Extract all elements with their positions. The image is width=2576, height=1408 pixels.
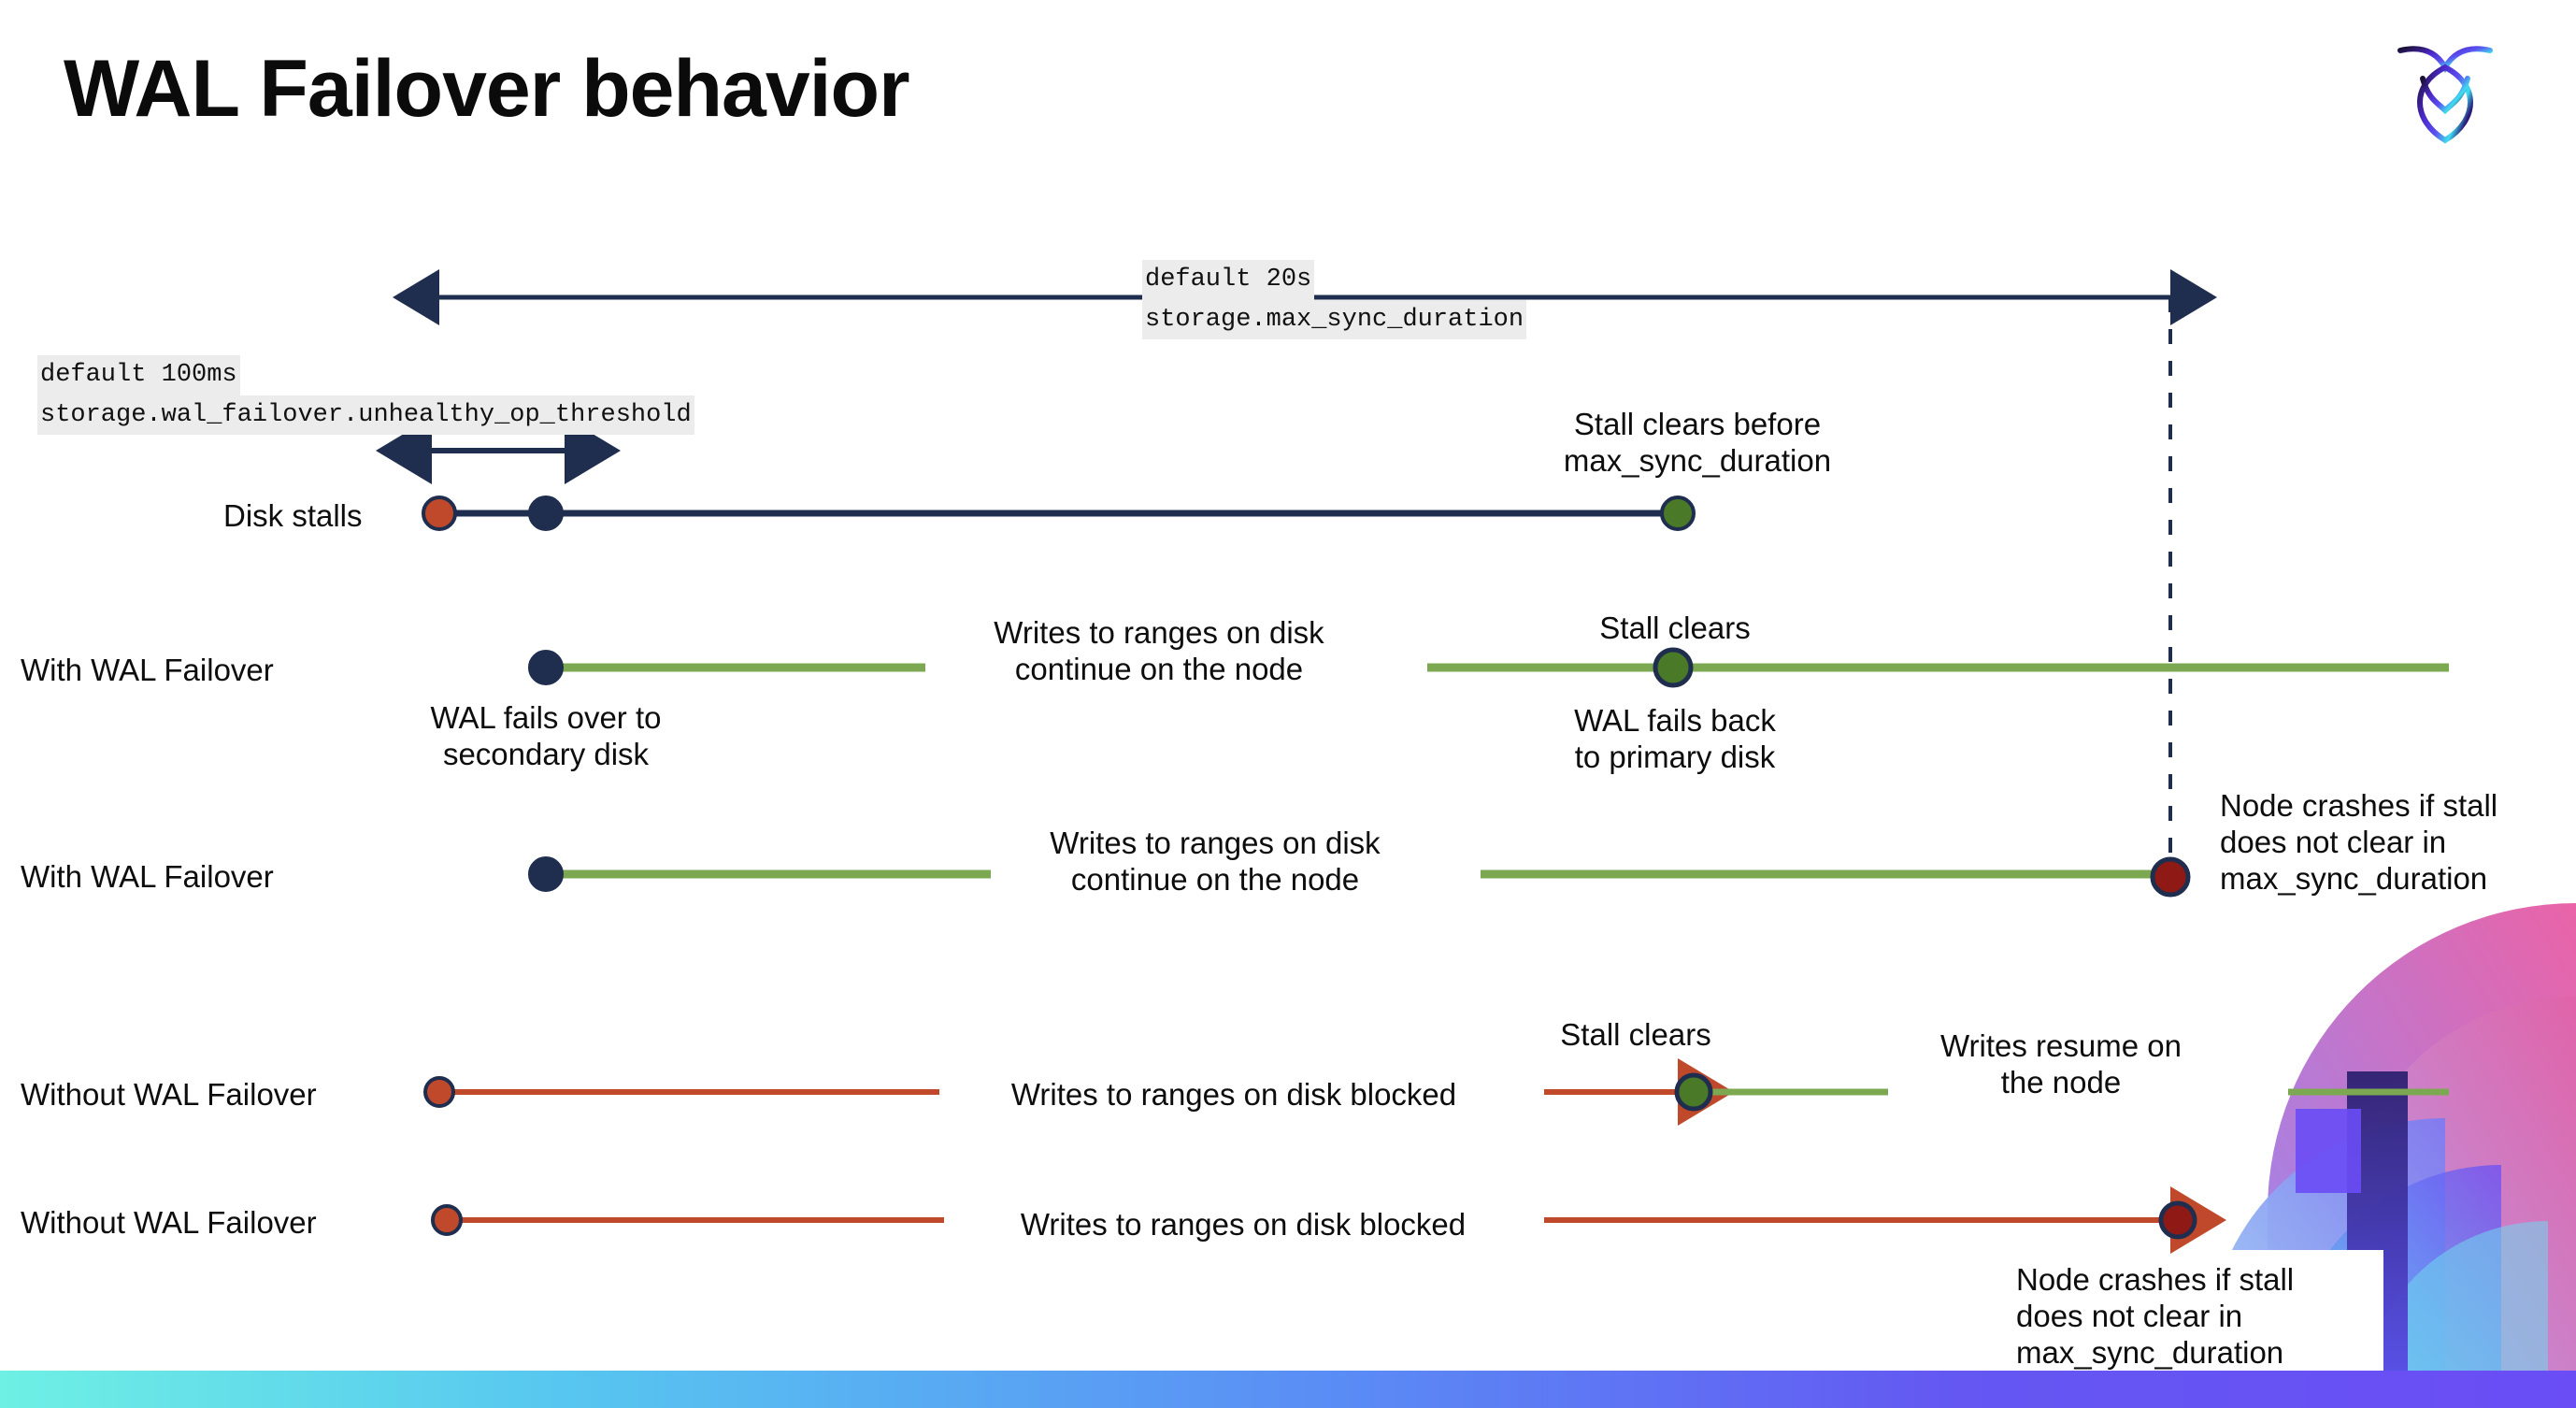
annotation-writes-continue-1: Writes to ranges on disk continue on the…: [944, 615, 1374, 688]
annotation-line-2: does not clear in: [2220, 824, 2447, 859]
annotation-line-1: WAL fails over to: [430, 700, 662, 735]
annotation-writes-blocked-1: Writes to ranges on disk blocked: [944, 1077, 1524, 1113]
row-label-with-failover-1: With WAL Failover: [21, 653, 274, 687]
marker-node-crash: [2158, 1200, 2197, 1240]
row-label-with-failover-2: With WAL Failover: [21, 859, 274, 894]
annotation-line-2: the node: [2000, 1064, 2122, 1099]
max-sync-default-label: default 20s: [1142, 260, 1315, 300]
page-title: WAL Failover behavior: [64, 44, 910, 134]
annotation-line-1: Writes to ranges on disk blocked: [1020, 1207, 1467, 1242]
max-sync-duration-setting: default 20s storage.max_sync_duration: [1142, 260, 1527, 339]
annotation-writes-continue-2: Writes to ranges on disk continue on the…: [1000, 826, 1430, 898]
row-with-failover-crash-track: [528, 856, 2191, 898]
annotation-stall-clears-row2: Stall clears: [1525, 611, 1825, 647]
annotation-line-1: Writes to ranges on disk blocked: [1010, 1077, 1457, 1112]
annotation-line-2: secondary disk: [442, 736, 650, 771]
marker-stall-clears: [1674, 1072, 1713, 1112]
annotation-line-2: does not clear in: [2016, 1298, 2243, 1333]
annotation-line-2: continue on the node: [1014, 651, 1304, 686]
unhealthy-op-default-label: default 100ms: [37, 355, 240, 395]
marker-stall-start: [422, 496, 457, 531]
unhealthy-op-threshold-setting: default 100ms storage.wal_failover.unhea…: [37, 355, 694, 435]
annotation-line-2: continue on the node: [1070, 861, 1360, 897]
row-label-disk-stalls: Disk stalls: [223, 498, 363, 533]
annotation-wal-fails-over: WAL fails over to secondary disk: [378, 700, 714, 773]
cockroachdb-logo: [2389, 30, 2501, 151]
max-sync-setting-name: storage.max_sync_duration: [1142, 299, 1527, 339]
bottom-gradient-bar: [0, 1371, 2576, 1408]
annotation-line-1: Writes resume on: [1940, 1028, 2182, 1063]
callout-white-panel: [1991, 1250, 2383, 1390]
annotation-line-2: max_sync_duration: [1563, 442, 1832, 478]
annotation-line-1: WAL fails back: [1574, 703, 1776, 738]
annotation-wal-fails-back: WAL fails back to primary disk: [1516, 703, 1834, 776]
marker-stall-start: [423, 1076, 455, 1108]
annotation-writes-blocked-2: Writes to ranges on disk blocked: [953, 1207, 1533, 1243]
marker-node-crash: [2150, 856, 2191, 898]
marker-wal-failover: [528, 856, 564, 892]
annotation-line-1: Stall clears before: [1573, 407, 1822, 441]
annotation-node-crashes-2: Node crashes if stall does not clear in …: [2016, 1262, 2390, 1372]
annotation-node-crashes-1: Node crashes if stall does not clear in …: [2220, 788, 2575, 898]
annotation-line-1: Stall clears: [1599, 611, 1751, 645]
marker-stall-clears: [1653, 647, 1694, 688]
marker-stall-clears: [1660, 496, 1696, 531]
row-disk-stalls-track: [422, 496, 1696, 531]
annotation-stall-clears-before: Stall clears before max_sync_duration: [1529, 407, 1866, 480]
row-with-failover-clears-track: [528, 647, 2449, 688]
annotation-line-1: Node crashes if stall: [2016, 1262, 2295, 1297]
annotation-line-1: Node crashes if stall: [2220, 788, 2498, 823]
row-without-failover-crash-track: [431, 1186, 2226, 1254]
annotation-stall-clears-row4: Stall clears: [1481, 1017, 1790, 1054]
annotation-line-3: max_sync_duration: [2016, 1334, 2284, 1370]
marker-stall-start: [431, 1204, 463, 1236]
unhealthy-op-setting-name: storage.wal_failover.unhealthy_op_thresh…: [37, 395, 694, 435]
annotation-line-1: Writes to ranges on disk: [994, 615, 1324, 650]
marker-threshold: [528, 496, 564, 531]
annotation-writes-resume: Writes resume on the node: [1897, 1028, 2225, 1101]
row-without-failover-clears-track: [423, 1058, 2449, 1126]
row-label-without-failover-2: Without WAL Failover: [21, 1205, 317, 1240]
annotation-line-1: Stall clears: [1560, 1017, 1711, 1052]
row-label-without-failover-1: Without WAL Failover: [21, 1077, 317, 1112]
annotation-line-2: to primary disk: [1574, 739, 1776, 774]
annotation-line-1: Writes to ranges on disk: [1050, 826, 1381, 860]
annotation-line-3: max_sync_duration: [2220, 860, 2488, 896]
marker-wal-failover: [528, 650, 564, 685]
